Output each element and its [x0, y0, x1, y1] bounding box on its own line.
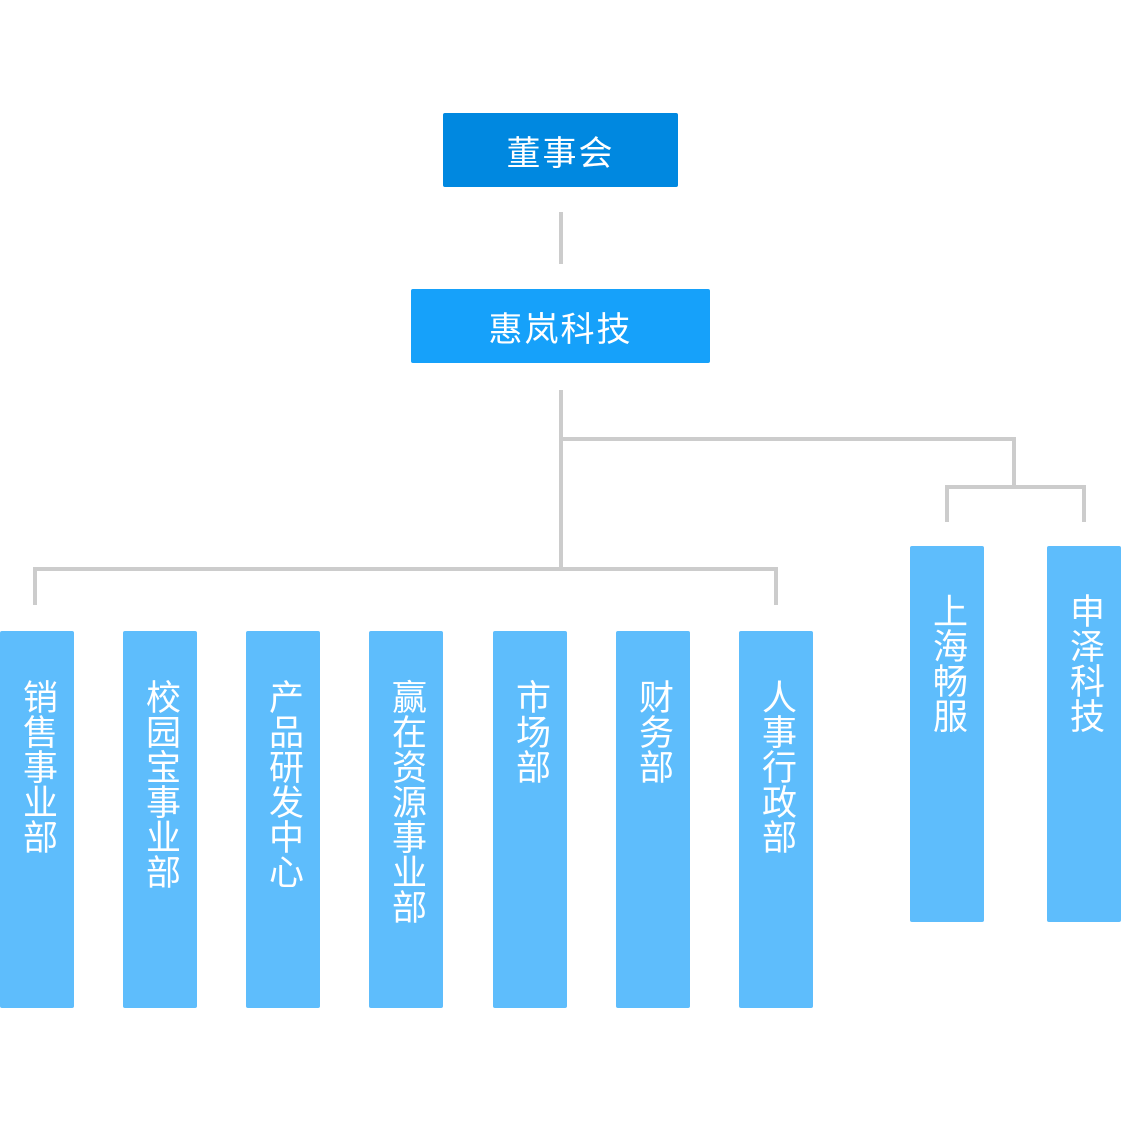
- company-label: 惠岚科技: [488, 309, 633, 350]
- department-label: 销售事业部: [17, 679, 57, 854]
- connector-subsidiary-right: [1082, 485, 1086, 522]
- department-box: 赢在资源事业部: [369, 631, 443, 1008]
- department-label: 产品研发中心: [263, 679, 303, 889]
- department-label: 财务部: [633, 679, 673, 784]
- department-label: 校园宝事业部: [140, 679, 180, 889]
- connector-board-company: [559, 212, 563, 264]
- department-box: 人事行政部: [739, 631, 813, 1008]
- department-box: 销售事业部: [0, 631, 74, 1008]
- board-label: 董事会: [506, 133, 615, 174]
- department-box: 产品研发中心: [246, 631, 320, 1008]
- department-box: 财务部: [616, 631, 690, 1008]
- subsidiary-box: 申泽科技: [1047, 546, 1121, 922]
- department-box: 校园宝事业部: [123, 631, 197, 1008]
- connector-subsidiary-bar: [945, 485, 1086, 489]
- connector-department-bar: [33, 567, 778, 571]
- department-label: 市场部: [510, 679, 550, 784]
- department-label: 人事行政部: [756, 679, 796, 854]
- connector-company-trunk: [559, 390, 563, 570]
- subsidiary-box: 上海畅服: [910, 546, 984, 922]
- connector-department-1: [33, 567, 37, 605]
- connector-subsidiary-branch: [559, 437, 1016, 441]
- department-label: 赢在资源事业部: [386, 679, 426, 924]
- company-box: 惠岚科技: [411, 289, 710, 363]
- connector-subsidiary-left: [945, 485, 949, 522]
- connector-department-7: [774, 567, 778, 605]
- connector-subsidiary-drop: [1012, 437, 1016, 487]
- subsidiary-label: 上海畅服: [927, 593, 967, 733]
- board-box: 董事会: [443, 113, 678, 187]
- subsidiary-label: 申泽科技: [1064, 593, 1104, 733]
- department-box: 市场部: [493, 631, 567, 1008]
